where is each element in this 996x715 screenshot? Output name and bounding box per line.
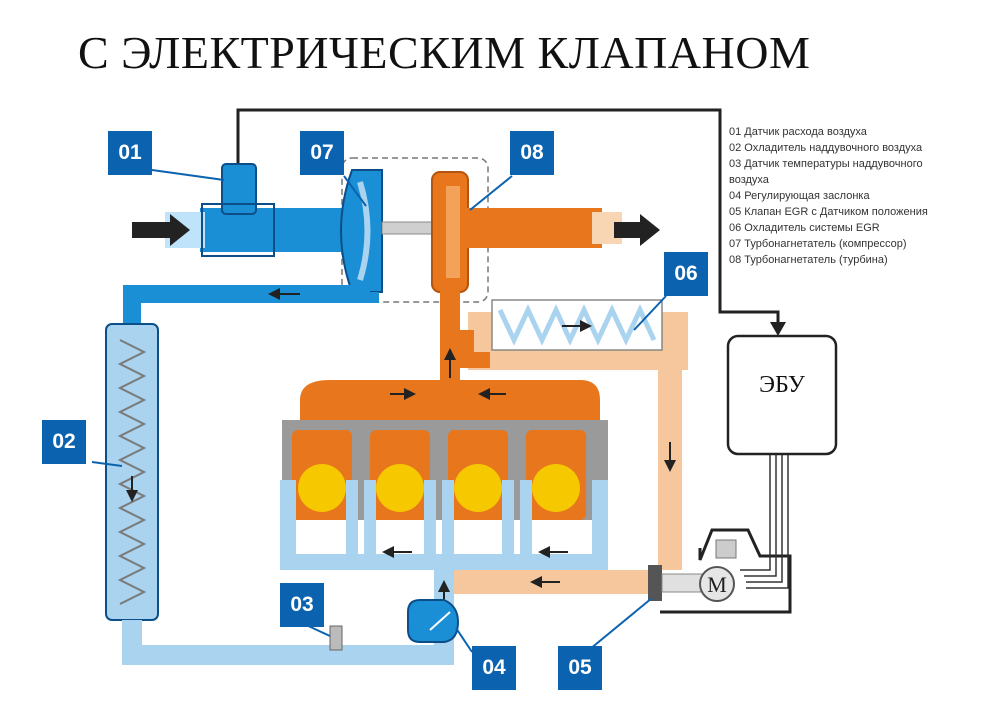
leader-04 xyxy=(455,627,473,653)
badge-02: 02 xyxy=(42,420,86,464)
turbine-core xyxy=(446,186,460,278)
leader-07 xyxy=(343,175,367,207)
exhaust-outlet xyxy=(466,208,602,248)
badge-01: 01 xyxy=(108,131,152,175)
leader-01 xyxy=(151,169,225,181)
leader-05 xyxy=(583,597,653,655)
legend-item: 02 Охладитель наддувочного воздуха xyxy=(729,142,923,154)
intercooler xyxy=(105,323,159,621)
legend-item: 01 Датчик расхода воздуха xyxy=(729,126,867,138)
intake-arrow-icon xyxy=(132,214,190,246)
egr-valve xyxy=(648,565,662,601)
position-sensor xyxy=(715,539,737,559)
legend-item: 03 Датчик температуры наддувочного возду… xyxy=(729,158,923,186)
egr-hot-connector xyxy=(458,330,490,368)
exhaust-riser xyxy=(440,290,460,390)
page-title: С ЭЛЕКТРИЧЕСКИМ КЛАПАНОМ xyxy=(78,27,811,78)
exhaust-arrow-icon xyxy=(614,214,660,246)
exhaust-manifold xyxy=(300,380,600,420)
charge-air-pipe xyxy=(123,285,379,325)
ecu-wires xyxy=(740,454,789,589)
ecu-arrow-head xyxy=(770,322,786,336)
egr-valve-housing xyxy=(660,528,792,614)
sensor-wire xyxy=(236,108,780,330)
leader-06 xyxy=(633,295,667,331)
badge-06: 06 xyxy=(664,252,708,296)
legend-item: 04 Регулирующая заслонка xyxy=(729,190,870,202)
throttle-flap xyxy=(407,599,460,643)
badge-03: 03 xyxy=(280,583,324,627)
legend-item: 07 Турбонагнетатель (компрессор) xyxy=(729,238,907,250)
legend-item: 05 Клапан EGR с Датчиком положения xyxy=(729,206,928,218)
turbo-shaft xyxy=(381,221,439,235)
ecu-box xyxy=(726,334,838,456)
combustion-2 xyxy=(376,464,424,512)
intake-runners xyxy=(346,480,532,562)
combustion-3 xyxy=(454,464,502,512)
throttle-flap-blade xyxy=(429,611,451,631)
badge-05: 05 xyxy=(558,646,602,690)
badge-07: 07 xyxy=(300,131,344,175)
combustion-1 xyxy=(298,464,346,512)
badge-04: 04 xyxy=(472,646,516,690)
badge-08: 08 xyxy=(510,131,554,175)
air-mass-sensor xyxy=(221,163,257,215)
intake-pipe xyxy=(200,208,360,252)
intercooler-coil xyxy=(117,339,147,605)
leader-08 xyxy=(469,175,513,211)
egr-motor xyxy=(699,566,735,602)
ecu-label: ЭБУ xyxy=(759,372,805,398)
temperature-sensor xyxy=(329,625,343,651)
combustion-4 xyxy=(532,464,580,512)
motor-label: M xyxy=(707,572,727,597)
compressor-blades xyxy=(357,181,371,281)
legend-item: 06 Охладитель системы EGR xyxy=(729,222,880,234)
legend-item: 08 Турбонагнетатель (турбина) xyxy=(729,254,888,266)
sensor-body xyxy=(201,203,275,257)
leader-02 xyxy=(91,461,123,467)
legend: 01 Датчик расхода воздуха 02 Охладитель … xyxy=(729,124,959,268)
egr-valve-actuator xyxy=(661,573,705,593)
